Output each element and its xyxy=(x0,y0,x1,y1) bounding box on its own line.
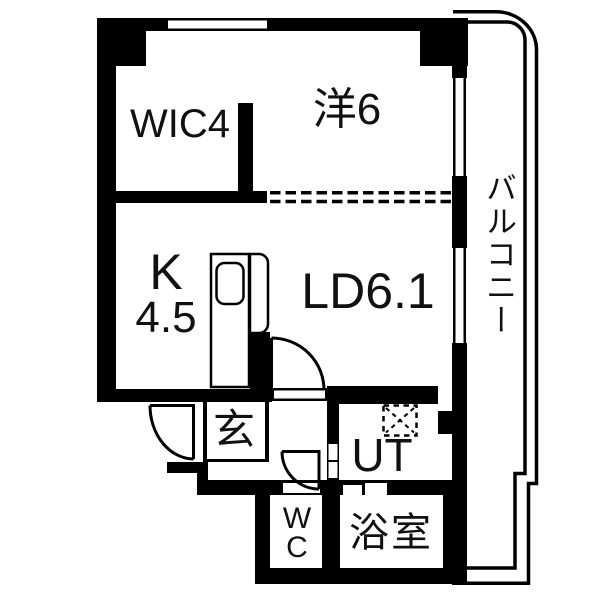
genkan-step-line xyxy=(203,459,269,462)
toilet-label-line2: C xyxy=(286,531,308,564)
room-label-entrance: 玄 xyxy=(212,406,256,453)
window-right1-frame-b xyxy=(463,78,466,176)
room-label-utility: UT xyxy=(351,429,413,481)
wall-genkan-east-thin xyxy=(265,399,269,461)
ld-doorway-opening xyxy=(274,390,325,399)
toilet-label-line1: W xyxy=(282,502,312,535)
wall-corner-top-right xyxy=(420,18,468,66)
room-label-living-dining: LD6.1 xyxy=(301,263,435,319)
window-top-frame-inner xyxy=(168,28,267,31)
wall-wic-partition xyxy=(238,103,253,203)
room-label-wic: WIC4 xyxy=(130,102,230,146)
wall-porch xyxy=(167,462,208,473)
wall-corridor-ut xyxy=(327,398,339,483)
doors xyxy=(148,336,326,491)
room-label-western-room: 洋6 xyxy=(312,85,382,134)
wall-top-right xyxy=(267,18,468,31)
ld-door-swing xyxy=(270,336,326,391)
room-label-kitchen-size: 4.5 xyxy=(135,293,197,342)
wall-kitchen-stub xyxy=(250,332,270,389)
wall-wc-left xyxy=(255,495,270,569)
wall-genkan-west-thin xyxy=(203,399,207,461)
washer-outline xyxy=(382,404,418,437)
bath-sliding-door-panel2 xyxy=(365,483,387,495)
wall-bath-right xyxy=(443,495,467,569)
wall-ut-top xyxy=(327,386,438,404)
wall-right-seg2 xyxy=(452,176,467,248)
washer-cross-b xyxy=(385,407,415,434)
ut-sliding-door-panel2 xyxy=(328,462,338,478)
bath-sliding-door-panel1 xyxy=(343,485,362,495)
room-label-bathroom: 浴室 xyxy=(349,511,433,555)
wall-wc-bath xyxy=(322,495,340,569)
room-label-balcony: バルコニー xyxy=(481,172,516,337)
window-right2-frame-a xyxy=(453,248,456,343)
wc-doorway-opening xyxy=(283,483,320,493)
window-top-frame-outer xyxy=(168,18,267,21)
window-right2-frame-b xyxy=(463,248,466,343)
walls xyxy=(97,18,468,585)
balcony-railing-outer xyxy=(453,10,539,585)
wall-ut-bottom xyxy=(197,480,467,495)
wall-wic-bottom xyxy=(114,191,267,203)
kitchen-counter xyxy=(209,252,270,389)
room-label-kitchen: K xyxy=(149,244,183,300)
wc-door-swing xyxy=(280,450,321,491)
window-right1-frame-a xyxy=(453,78,456,176)
wall-porch-stub xyxy=(197,473,208,482)
kitchen-sink xyxy=(215,261,245,306)
washer-symbol xyxy=(382,404,418,437)
wall-bottom xyxy=(255,568,467,584)
balcony-railing-inner xyxy=(453,20,527,570)
entrance-door-swing xyxy=(148,404,195,461)
kitchen-counter-return xyxy=(248,252,270,335)
wall-right-seg1 xyxy=(452,66,467,78)
wall-ld-south-west xyxy=(97,389,272,402)
wall-openings xyxy=(274,390,387,495)
wall-ut-right-stub xyxy=(438,411,452,434)
balcony-railing xyxy=(453,10,539,585)
wall-left xyxy=(97,18,116,402)
dashed-partition xyxy=(270,191,451,204)
ut-sliding-door-panel1 xyxy=(328,444,338,460)
